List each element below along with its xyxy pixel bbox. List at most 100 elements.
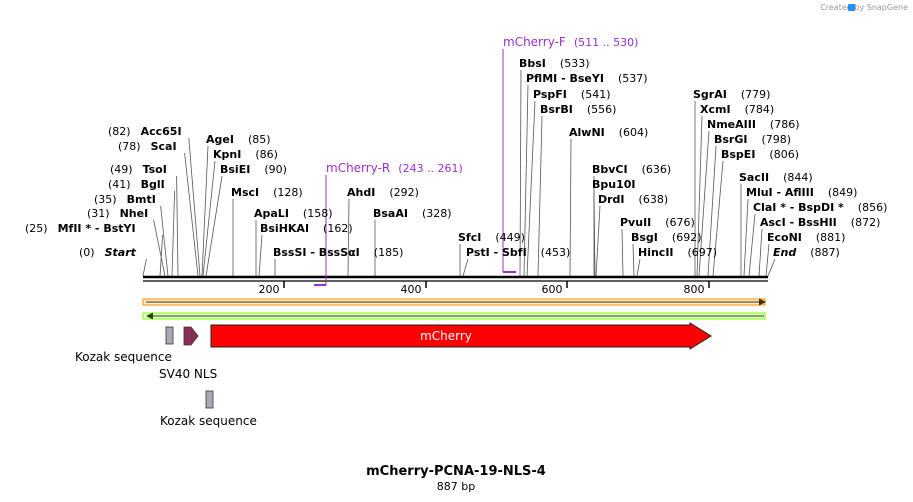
site-agei[interactable]: AgeI(85) — [206, 133, 271, 146]
tick-label: 400 — [401, 283, 422, 296]
primer-mcherry-r-label[interactable]: mCherry-R(243 .. 261) — [326, 161, 463, 175]
site-tsoi[interactable]: (49)TsoI — [110, 163, 167, 176]
site-name: BbvCI — [592, 163, 628, 176]
site-label: (82)Acc65I — [108, 125, 182, 138]
site-position: (533) — [560, 57, 590, 70]
site-connector-line — [201, 145, 209, 277]
site-connector-line — [696, 115, 703, 277]
site-label: PvuII(676) — [620, 216, 695, 229]
site-apali[interactable]: ApaLI(158) — [254, 207, 333, 220]
site-connector-line — [526, 100, 536, 277]
site-bsrbi[interactable]: BsrBI(556) — [540, 103, 616, 116]
site-position: (806) — [769, 148, 799, 161]
site-pspfi[interactable]: PspFI(541) — [533, 88, 611, 101]
site-mfii-bstyi[interactable]: (25) MfII * - BstYI — [25, 222, 136, 235]
site-name: BssSI - BssSαI — [273, 246, 360, 259]
site-name: AhdI — [347, 186, 375, 199]
site-connector-line — [758, 228, 763, 277]
site-pflmi-bseyi[interactable]: PflMI - BseYI(537) — [526, 72, 648, 85]
site-connector-line — [188, 137, 201, 277]
site-asci-bsshii[interactable]: AscI - BssHII(872) — [760, 216, 880, 229]
site-name: MfII * - BstYI — [58, 222, 136, 235]
site-psti-sbfi[interactable]: PstI - SbfI(453) — [466, 246, 570, 259]
site-sfci[interactable]: SfcI(449) — [458, 231, 525, 244]
site-sgrai[interactable]: SgrAI(779) — [693, 88, 770, 101]
site-connector-line — [595, 205, 601, 277]
site-name: AlwNI — [569, 126, 605, 139]
site-position: (185) — [374, 246, 404, 259]
site-label: DrdI(638) — [598, 193, 668, 206]
site-connector-line — [632, 243, 635, 277]
site-bsihkai[interactable]: BsiHKAI(162) — [260, 222, 353, 235]
site-sacii[interactable]: SacII(844) — [739, 171, 813, 184]
orange-strand-bar[interactable] — [142, 298, 766, 306]
site-label: SfcI(449) — [458, 231, 525, 244]
site-name: Bpu10I — [592, 178, 636, 191]
site-label: AgeI(85) — [206, 133, 271, 146]
site-name: HincII — [638, 246, 674, 259]
site-mlui-afliii[interactable]: MluI - AflIII(849) — [746, 186, 857, 199]
primer-mcherry-f-marker[interactable] — [502, 49, 516, 273]
site-name: BsiHKAI — [260, 222, 309, 235]
site-position: (82) — [108, 125, 131, 138]
site-bgli[interactable]: (41)BglI — [108, 178, 165, 191]
site-nmeaiii[interactable]: NmeAIII(786) — [707, 118, 800, 131]
site-acc65i[interactable]: (82)Acc65I — [108, 125, 182, 138]
site-drdi[interactable]: DrdI(638) — [598, 193, 668, 206]
site-label: (41)BglI — [108, 178, 165, 191]
site-bmti[interactable]: (35)BmtI — [94, 193, 156, 206]
site-hincii[interactable]: HincII(697) — [638, 246, 717, 259]
site-bsaai[interactable]: BsaAI(328) — [373, 207, 452, 220]
site-name: Start — [105, 246, 137, 259]
site-label: MscI(128) — [231, 186, 303, 199]
site-msci[interactable]: MscI(128) — [231, 186, 303, 199]
site-connector-line — [347, 198, 350, 277]
site-bspei[interactable]: BspEI (806) — [721, 148, 799, 161]
tick-label: 600 — [542, 283, 563, 296]
feature-mcherry-label: mCherry — [420, 329, 472, 343]
site-bsiei[interactable]: BsiEI(90) — [220, 163, 287, 176]
site-connector-line — [767, 258, 776, 277]
site-kpni[interactable]: KpnI(86) — [213, 148, 278, 161]
site-clai-bspdi[interactable]: ClaI * - BspDI *(856) — [753, 201, 887, 214]
primer-mcherry-f-label[interactable]: mCherry-F(511 .. 530) — [503, 35, 638, 49]
feature-mcherry[interactable]: mCherry — [210, 322, 712, 350]
site-position: (86) — [255, 148, 278, 161]
site-name: NmeAIII — [707, 118, 756, 131]
site-name: AscI - BssHII — [760, 216, 837, 229]
site-scai[interactable]: (78)ScaI — [118, 140, 177, 153]
site-ahdi[interactable]: AhdI(292) — [347, 186, 419, 199]
site-xcmi[interactable]: XcmI(784) — [700, 103, 774, 116]
site-bsrgi[interactable]: BsrGI(798) — [714, 133, 791, 146]
site-start[interactable]: (0)Start — [79, 246, 137, 259]
site-bsssi-bsss-i[interactable]: BssSI - BssSαI (185) — [273, 246, 403, 259]
primer-range: (511 .. 530) — [574, 36, 639, 49]
site-position: (676) — [665, 216, 695, 229]
site-pvuii[interactable]: PvuII(676) — [620, 216, 695, 229]
site-end[interactable]: End(887) — [773, 246, 840, 259]
site-name: BglI — [141, 178, 165, 191]
site-label: BssSI - BssSαI (185) — [273, 246, 403, 259]
site-position: (128) — [273, 186, 303, 199]
site-bsgi[interactable]: BsgI(692) — [631, 231, 702, 244]
site-name: TsoI — [143, 163, 167, 176]
site-position: (25) — [25, 222, 48, 235]
site-connector-line — [142, 258, 147, 277]
site-bbvci[interactable]: BbvCI(636) — [592, 163, 671, 176]
site-connector-line — [621, 228, 624, 277]
site-bbsi[interactable]: BbsI(533) — [519, 57, 590, 70]
feature-sv40-nls[interactable] — [183, 326, 199, 346]
site-name: End — [773, 246, 796, 259]
site-label: BbvCI(636) — [592, 163, 671, 176]
primer-mcherry-r-marker[interactable] — [314, 175, 327, 286]
site-connector-line — [698, 130, 710, 277]
site-econi[interactable]: EcoNI(881) — [767, 231, 845, 244]
green-strand-bar[interactable] — [142, 312, 766, 320]
site-alwni[interactable]: AlwNI(604) — [569, 126, 648, 139]
site-name: BspEI — [721, 148, 755, 161]
site-nhei[interactable]: (31)NheI — [87, 207, 148, 220]
site-bpu10i[interactable]: Bpu10I — [592, 178, 636, 191]
feature-kozak-sequence-2[interactable] — [205, 390, 214, 409]
feature-kozak-sequence-1[interactable] — [165, 326, 174, 345]
site-name: PflMI - BseYI — [526, 72, 604, 85]
